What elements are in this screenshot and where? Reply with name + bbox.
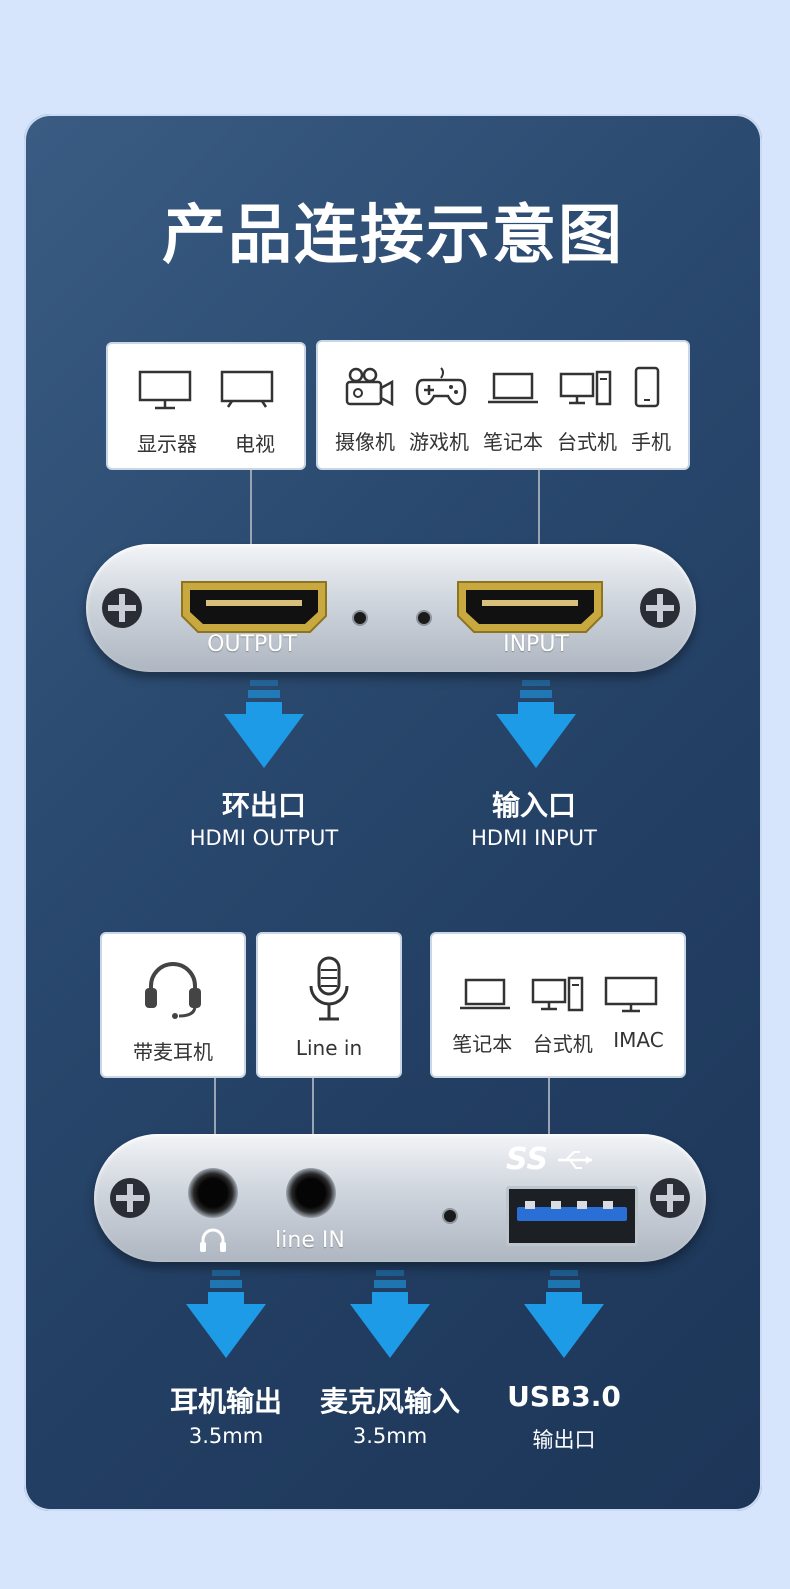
- input-label-laptop: 笔记本: [483, 430, 543, 454]
- connector-line-mic: [312, 1078, 314, 1182]
- arrow-down-icon: [524, 1270, 604, 1358]
- caption-heading-mic-in: 麦克风输入: [319, 1385, 460, 1418]
- port-label-line-in: line IN: [275, 1228, 345, 1253]
- caption-heading-usb3: USB3.0: [507, 1380, 621, 1413]
- laptop-icon: [486, 366, 540, 408]
- arrow-down-icon: [186, 1270, 266, 1358]
- input-label-camera: 摄像机: [335, 430, 395, 454]
- arrow-down-icon: [224, 680, 304, 768]
- indicator-hole: [444, 1210, 456, 1222]
- microphone-box: Line in: [256, 932, 402, 1078]
- desktop-icon: [559, 366, 613, 408]
- usb3-port: [506, 1186, 638, 1246]
- port-label-input: INPUT: [503, 632, 569, 657]
- input-label-gamepad: 游戏机: [409, 430, 469, 454]
- caption-heading-headphone-out: 耳机输出: [169, 1385, 282, 1418]
- label-headset: 带麦耳机: [133, 1040, 213, 1064]
- phone-icon: [632, 366, 662, 408]
- pc-label-laptop: 笔记本: [452, 1032, 513, 1056]
- label-line-in: Line in: [295, 1036, 363, 1060]
- camera-icon: [344, 366, 396, 408]
- caption-sub-hdmi-input: HDMI INPUT: [471, 826, 597, 850]
- caption-heading-hdmi-input: 输入口: [491, 789, 576, 822]
- pc-label-desktop: 台式机: [532, 1032, 593, 1056]
- arrow-down-icon: [496, 680, 576, 768]
- desktop-icon: [531, 974, 585, 1014]
- output-label-tv: 电视: [235, 432, 275, 456]
- microphone-icon: [303, 956, 355, 1024]
- input-label-desktop: 台式机: [557, 430, 617, 454]
- headset-icon: [141, 956, 205, 1020]
- headphone-icon: [200, 1228, 226, 1252]
- monitor-icon: [138, 370, 192, 410]
- tv-icon: [220, 370, 274, 410]
- pc-label-imac: IMAC: [613, 1028, 664, 1052]
- usb-ss-logo: SS: [506, 1142, 549, 1177]
- caption-sub-usb3: 输出口: [532, 1428, 596, 1452]
- screw-icon: [102, 588, 142, 628]
- hdmi-output-port: [181, 581, 327, 633]
- caption-sub-hdmi-output: HDMI OUTPUT: [189, 826, 339, 850]
- caption-heading-hdmi-output: 环出口: [221, 789, 306, 822]
- audio-usb-device-bottom: line IN SS: [94, 1134, 706, 1262]
- input-devices-box: 摄像机 游戏机 笔记本 台式机 手机: [316, 340, 690, 470]
- screw-icon: [640, 588, 680, 628]
- output-label-monitor: 显示器: [137, 432, 197, 456]
- input-label-phone: 手机: [631, 430, 671, 454]
- headset-box: 带麦耳机: [100, 932, 246, 1078]
- indicator-hole: [418, 612, 430, 624]
- page-title: 产品连接示意图: [162, 199, 624, 273]
- hdmi-device-top: OUTPUT INPUT: [86, 544, 696, 672]
- caption-sub-mic-in: 3.5mm: [352, 1424, 428, 1448]
- diagram-panel: 产品连接示意图 显示器 电视: [24, 114, 762, 1511]
- screw-icon: [650, 1178, 690, 1218]
- computer-devices-box: 笔记本 台式机 IMAC: [430, 932, 686, 1078]
- arrow-down-icon: [350, 1270, 430, 1358]
- screw-icon: [110, 1178, 150, 1218]
- connector-line-input: [538, 470, 540, 590]
- imac-icon: [604, 974, 658, 1014]
- usb-trident-icon: [558, 1151, 592, 1169]
- gamepad-icon: [415, 366, 467, 408]
- line-in-jack: [286, 1168, 336, 1218]
- port-label-output: OUTPUT: [207, 632, 297, 657]
- headphone-jack: [188, 1168, 238, 1218]
- connector-line-headset: [214, 1078, 216, 1182]
- output-devices-box: 显示器 电视: [106, 342, 306, 470]
- indicator-hole: [354, 612, 366, 624]
- laptop-icon: [458, 974, 512, 1014]
- connector-line-output: [250, 470, 252, 590]
- hdmi-input-port: [457, 581, 603, 633]
- caption-sub-headphone-out: 3.5mm: [188, 1424, 264, 1448]
